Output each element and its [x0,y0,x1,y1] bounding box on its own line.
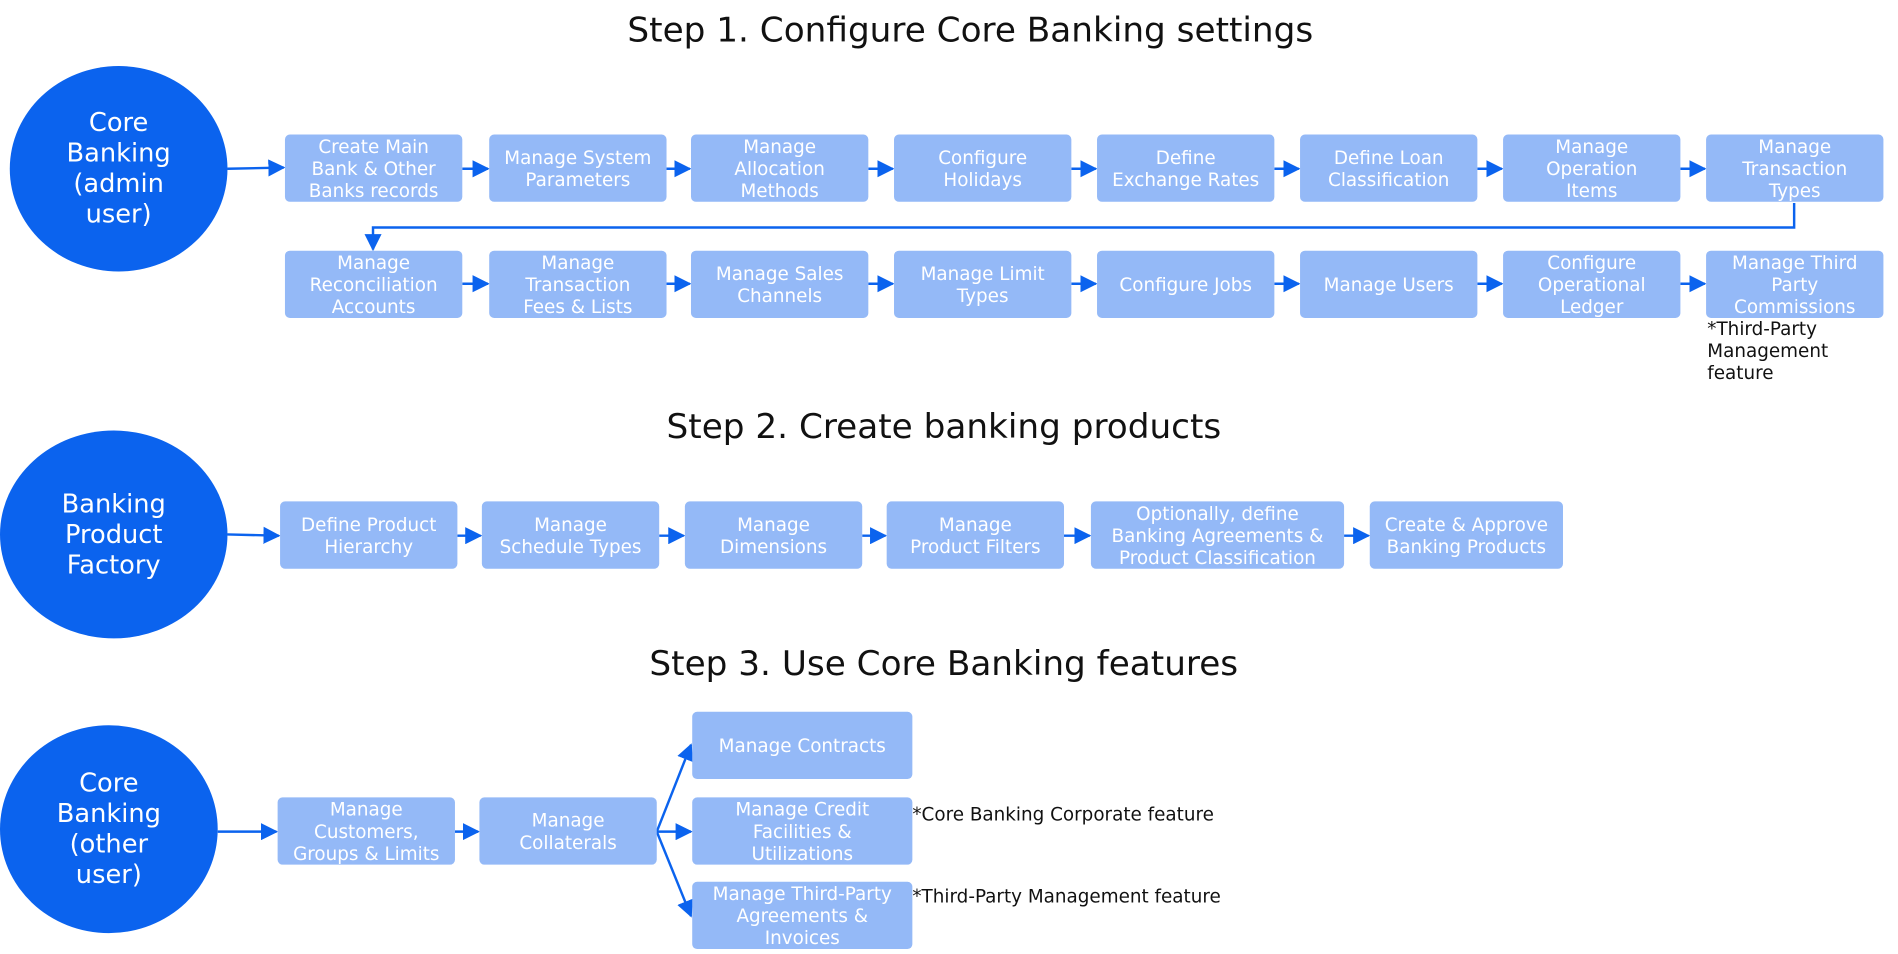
box-label: Manage Sales Channels [715,262,844,307]
box-manage-schedule-types[interactable]: Manage Schedule Types [481,501,660,569]
box-label: Create Main Bank & Other Banks records [308,135,439,202]
box-manage-reconciliation-accounts[interactable]: Manage Reconciliation Accounts [284,250,463,318]
box-create-bank-records[interactable]: Create Main Bank & Other Banks records [284,134,463,202]
box-label: Define Product Hierarchy [301,513,437,558]
box-manage-credit-facilities[interactable]: Manage Credit Facilities & Utilizations [692,797,913,865]
box-label: Manage Allocation Methods [734,135,825,202]
box-label: Configure Holidays [938,146,1028,191]
step1-title: Step 1. Configure Core Banking settings [627,9,1314,51]
actor-label: Banking Product Factory [61,488,166,580]
box-label: Configure Jobs [1119,273,1252,296]
box-label: Define Exchange Rates [1112,146,1260,191]
box-label: Create & Approve Banking Products [1384,513,1549,558]
box-configure-jobs[interactable]: Configure Jobs [1097,250,1275,318]
box-define-loan-classification[interactable]: Define Loan Classification [1300,134,1478,202]
box-define-product-hierarchy[interactable]: Define Product Hierarchy [280,501,458,569]
box-label: Manage Contracts [718,734,886,757]
box-label: Configure Operational Ledger [1537,251,1646,318]
box-manage-allocation-methods[interactable]: Manage Allocation Methods [690,134,869,202]
note-core-banking-corporate: *Core Banking Corporate feature [912,803,1214,826]
actor-label: Core Banking (other user) [56,768,161,890]
box-label: Manage Limit Types [920,262,1045,307]
box-label: Define Loan Classification [1328,146,1450,191]
box-manage-customers[interactable]: Manage Customers, Groups & Limits [277,797,455,865]
box-manage-product-filters[interactable]: Manage Product Filters [886,501,1065,569]
step2-title: Step 2. Create banking products [666,406,1222,447]
box-manage-transaction-fees[interactable]: Manage Transaction Fees & Lists [489,250,667,318]
box-manage-users[interactable]: Manage Users [1300,250,1478,318]
actor-banking-product-factory: Banking Product Factory [0,430,228,639]
actor-label: Core Banking (admin user) [66,107,171,229]
box-manage-limit-types[interactable]: Manage Limit Types [894,250,1072,318]
box-label: Manage Credit Facilities & Utilizations [735,798,870,865]
box-label: Manage Users [1323,273,1454,296]
box-label: Manage System Parameters [504,146,652,191]
note-third-party-management: *Third-Party Management feature [1707,317,1829,385]
arrow-admin-to-first [227,159,286,177]
arrow-row-wrap [364,203,1796,252]
box-manage-operation-items[interactable]: Manage Operation Items [1503,134,1681,202]
box-label: Manage Product Filters [910,513,1041,558]
box-label: Optionally, define Banking Agreements & … [1111,502,1324,569]
box-label: Manage Operation Items [1546,135,1638,202]
box-manage-system-parameters[interactable]: Manage System Parameters [489,134,667,202]
box-label: Manage Reconciliation Accounts [309,251,438,318]
box-manage-third-party-commissions[interactable]: Manage Third Party Commissions [1706,250,1884,318]
box-manage-dimensions[interactable]: Manage Dimensions [684,501,863,569]
box-configure-holidays[interactable]: Configure Holidays [894,134,1072,202]
box-manage-collaterals[interactable]: Manage Collaterals [479,797,657,865]
box-label: Manage Third-Party Agreements & Invoices [712,882,892,949]
box-manage-third-party-agreements[interactable]: Manage Third-Party Agreements & Invoices [692,881,913,950]
box-label: Manage Collaterals [519,809,617,854]
arrow-to-third-party-agreements [655,831,694,918]
box-define-banking-agreements[interactable]: Optionally, define Banking Agreements & … [1090,501,1345,569]
box-manage-contracts[interactable]: Manage Contracts [692,711,913,780]
box-manage-sales-channels[interactable]: Manage Sales Channels [690,250,869,318]
note-third-party-management-2: *Third-Party Management feature [912,885,1221,908]
step3-title: Step 3. Use Core Banking features [649,643,1239,684]
box-label: Manage Transaction Types [1742,135,1848,202]
box-label: Manage Customers, Groups & Limits [293,798,440,865]
box-configure-operational-ledger[interactable]: Configure Operational Ledger [1503,250,1681,318]
box-label: Manage Transaction Fees & Lists [523,251,633,318]
box-label: Manage Third Party Commissions [1731,251,1858,318]
arrow-factory-to-first [227,526,281,544]
box-manage-transaction-types[interactable]: Manage Transaction Types [1706,134,1884,202]
actor-core-banking-other: Core Banking (other user) [0,725,218,934]
actor-core-banking-admin: Core Banking (admin user) [9,66,228,272]
box-label: Manage Dimensions [720,513,828,558]
box-create-approve-banking-products[interactable]: Create & Approve Banking Products [1369,501,1563,569]
box-label: Manage Schedule Types [499,513,642,558]
arrow-to-contracts [655,743,694,833]
box-define-exchange-rates[interactable]: Define Exchange Rates [1097,134,1275,202]
